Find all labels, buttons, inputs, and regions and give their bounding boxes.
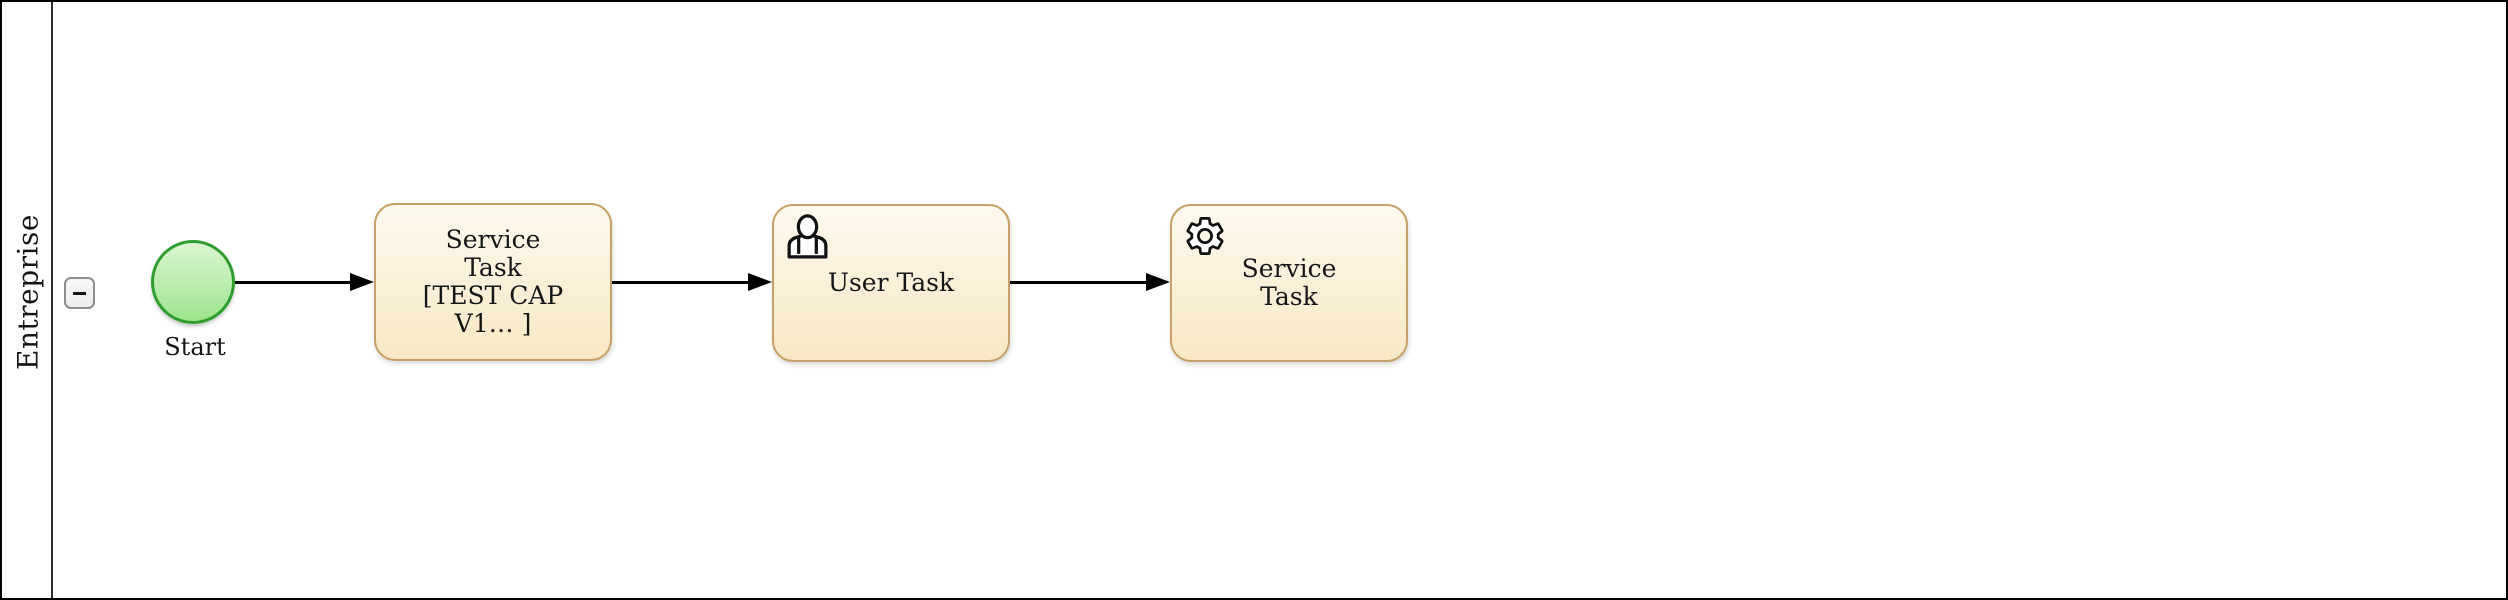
sequence-flow-start-to-service1[interactable] bbox=[235, 273, 374, 291]
start-event[interactable] bbox=[151, 240, 235, 324]
sequence-flow-service1-to-user[interactable] bbox=[612, 273, 772, 291]
flow-line bbox=[235, 280, 354, 284]
start-event-label: Start bbox=[164, 333, 226, 361]
lane-label-divider bbox=[51, 2, 53, 598]
arrowhead-icon bbox=[1146, 273, 1170, 291]
arrowhead-icon bbox=[748, 273, 772, 291]
task-service-2[interactable]: Service Task bbox=[1170, 204, 1408, 362]
sequence-flow-user-to-service2[interactable] bbox=[1010, 273, 1170, 291]
flow-line bbox=[612, 280, 752, 284]
gear-icon bbox=[1186, 217, 1224, 255]
task-label: User Task bbox=[827, 268, 955, 297]
task-label: Service Task bbox=[1241, 254, 1337, 311]
user-icon bbox=[787, 214, 828, 259]
task-service-1[interactable]: Service Task [TEST CAP V1… ] bbox=[374, 203, 612, 361]
flow-line bbox=[1010, 280, 1150, 284]
lane-label: Entreprise bbox=[11, 214, 45, 370]
task-user[interactable]: User Task bbox=[772, 204, 1010, 362]
arrowhead-icon bbox=[350, 273, 374, 291]
minus-icon bbox=[73, 291, 86, 295]
lane-collapse-button[interactable] bbox=[64, 277, 95, 309]
task-label: Service Task [TEST CAP V1… ] bbox=[422, 225, 564, 338]
